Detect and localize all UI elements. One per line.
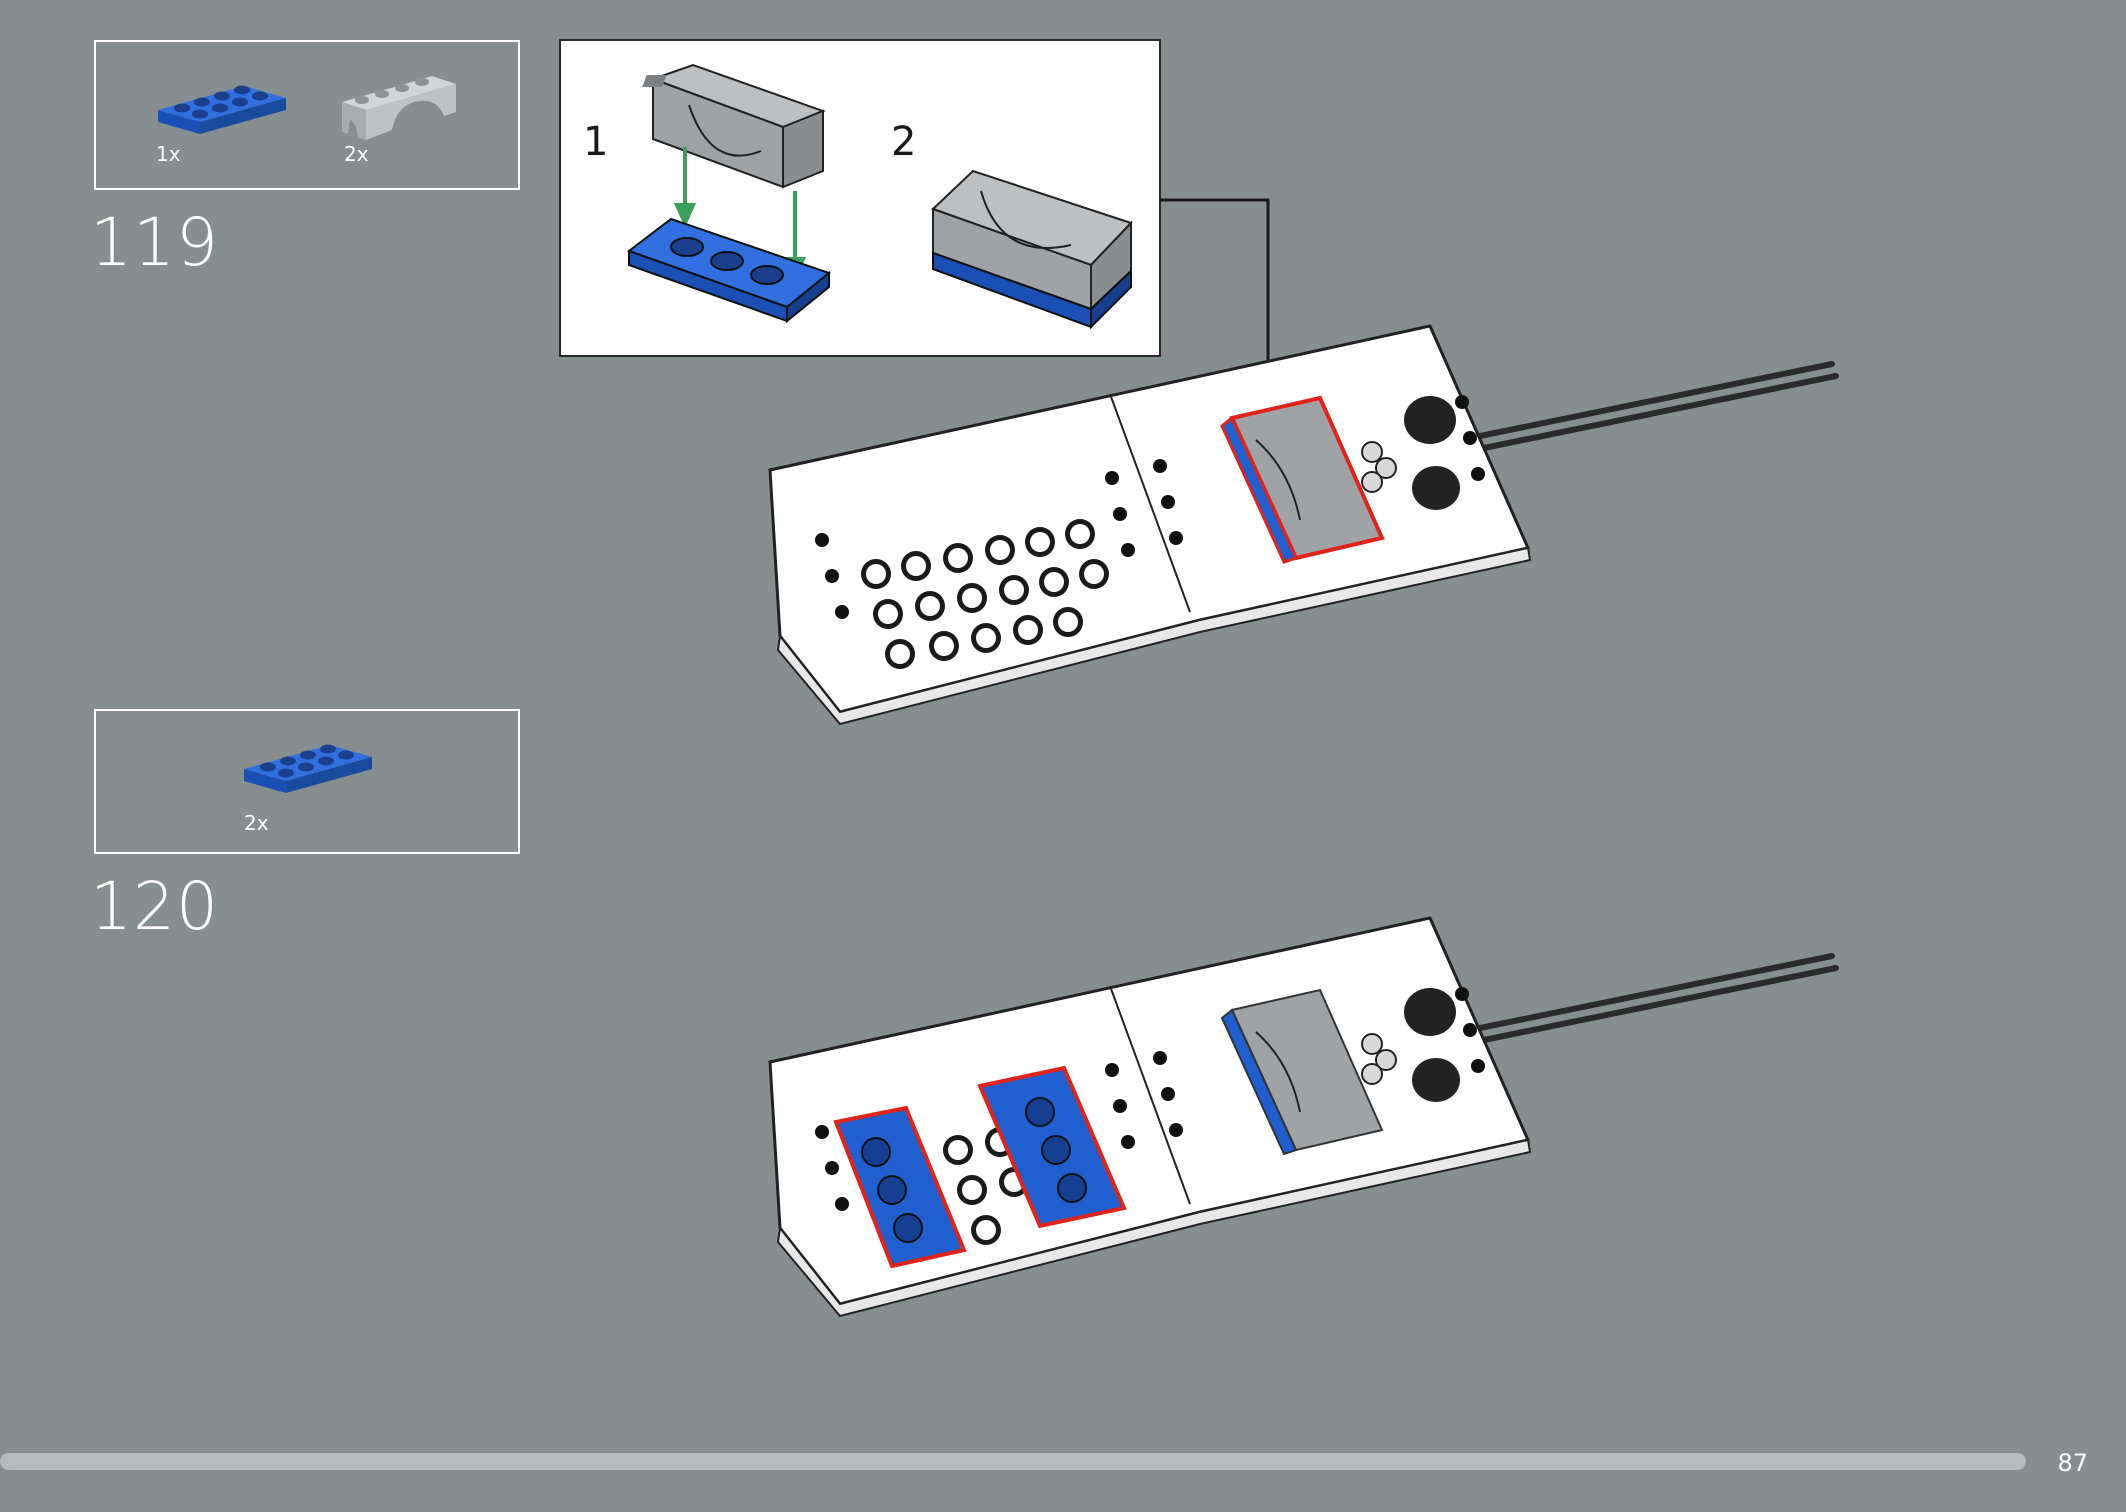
blue-plate-2x4-icon: [244, 744, 372, 793]
step-number-119: 119: [90, 204, 219, 281]
blue-plate-highlight: [977, 1065, 1127, 1229]
grey-arch-icon: [642, 63, 826, 189]
assembled-arch-plate-icon: [931, 169, 1133, 330]
step-number-120: 120: [90, 868, 219, 945]
sub-step-number-1: 1: [583, 119, 609, 165]
part-qty-blue-plate: 2x: [244, 811, 269, 835]
blue-plate-2x4-icon: [158, 85, 286, 134]
sub-assembly-illustration: [626, 63, 1133, 330]
grey-arch-1x4-icon: [342, 76, 456, 140]
blue-plate-highlight: [833, 1105, 967, 1269]
parts-list-step-119: 1x 2x: [94, 40, 520, 190]
progress-bar: [0, 1453, 2026, 1470]
sub-assembly-callout: 1 2: [559, 39, 1161, 357]
part-qty-blue-plate: 1x: [156, 142, 181, 166]
part-qty-grey-arch: 2x: [344, 142, 369, 166]
parts-list-step-120: 2x: [94, 709, 520, 854]
sub-step-number-2: 2: [891, 119, 917, 165]
blue-plate-1x4-icon: [626, 217, 832, 324]
page-number: 87: [2057, 1449, 2088, 1477]
